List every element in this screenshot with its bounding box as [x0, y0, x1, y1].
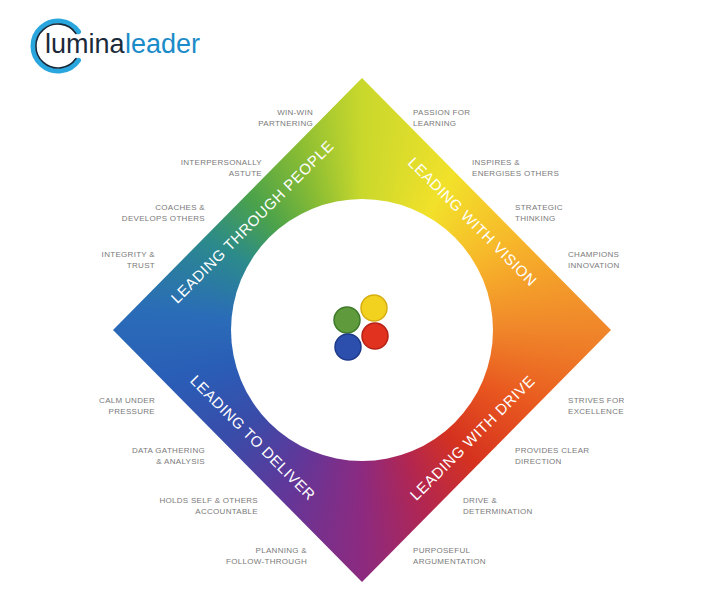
competency-label: INSPIRES & ENERGISES OTHERS [472, 158, 567, 180]
competency-label: PURPOSEFUL ARGUMENTATION [413, 546, 491, 568]
competency-label: DATA GATHERING & ANALYSIS [125, 446, 205, 468]
competency-label: CALM UNDER PRESSURE [90, 396, 155, 418]
competency-label: STRATEGIC THINKING [515, 203, 575, 225]
competency-label: PLANNING & FOLLOW-THROUGH [225, 546, 307, 568]
competency-label: STRIVES FOR EXCELLENCE [568, 396, 638, 418]
competency-label: HOLDS SELF & OTHERS ACCOUNTABLE [148, 496, 258, 518]
competency-label: CHAMPIONS INNOVATION [568, 250, 630, 272]
colour-dots [334, 295, 388, 360]
competency-label: DRIVE & DETERMINATION [463, 496, 541, 518]
competency-label: PROVIDES CLEAR DIRECTION [515, 446, 600, 468]
competency-label: WIN-WIN PARTNERING [253, 108, 313, 130]
competency-label: COACHES & DEVELOPS OTHERS [115, 203, 205, 225]
logo-text: lumina [45, 31, 125, 58]
logo-text: leader [125, 31, 200, 58]
competency-label: PASSION FOR LEARNING [413, 108, 483, 130]
competency-label: INTERPERSONALLY ASTUTE [170, 158, 262, 180]
center-circle [231, 199, 493, 461]
competency-label: INTEGRITY & TRUST [85, 250, 155, 272]
